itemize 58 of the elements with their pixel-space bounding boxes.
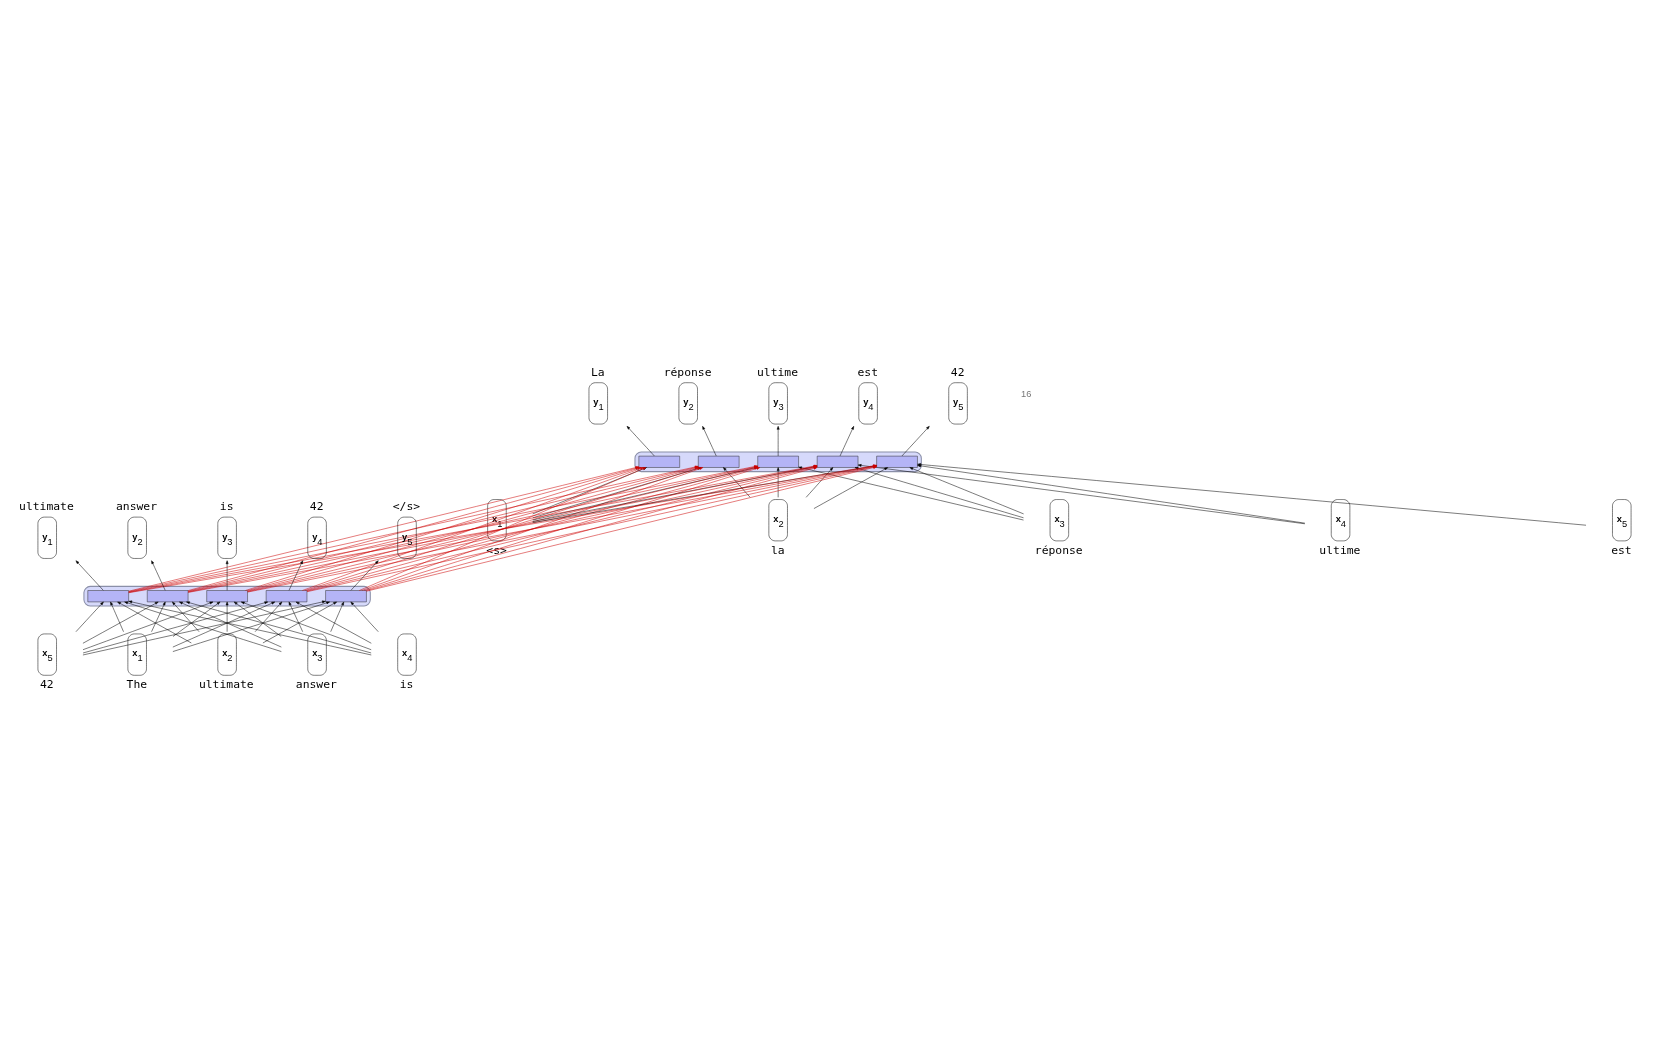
node-label: 42: [39, 677, 54, 692]
arrow: [295, 601, 372, 644]
arrow: [350, 560, 379, 591]
node-label: ultime: [1319, 542, 1361, 557]
arrow: [82, 601, 214, 650]
node-label: The: [126, 677, 148, 692]
arrow: [151, 560, 166, 591]
label: 16: [1021, 388, 1032, 399]
node-label: réponse: [1034, 542, 1083, 557]
arrow: [124, 601, 282, 652]
arrow: [254, 601, 283, 632]
arrow: [626, 426, 655, 457]
arrow: [702, 426, 717, 457]
arrow: [151, 601, 166, 632]
arrow: [240, 601, 372, 650]
node-label: est: [857, 364, 879, 379]
node-label: is: [219, 499, 234, 514]
node-label: is: [399, 677, 414, 692]
arrow: [75, 601, 104, 632]
arrow: [225, 560, 229, 591]
node-label: la: [770, 542, 785, 557]
node-label: ultime: [756, 364, 799, 379]
node-label: <s>: [486, 542, 507, 557]
arrow: [128, 600, 372, 656]
arrow: [288, 601, 303, 632]
node-label: est: [1611, 542, 1632, 557]
node-label: 42: [950, 364, 965, 379]
node-label: ultimate: [198, 677, 254, 692]
arrow: [110, 601, 124, 632]
arrow: [82, 601, 269, 654]
node-label: 42: [309, 499, 324, 514]
arrow: [172, 601, 330, 652]
node-label: réponse: [663, 364, 712, 379]
node-label: ultimate: [19, 499, 74, 514]
arrow: [172, 601, 200, 632]
arrow: [262, 601, 337, 644]
arrow: [350, 601, 379, 632]
arrow: [172, 601, 221, 637]
arrow: [901, 426, 930, 457]
node-label: La: [591, 364, 605, 379]
arrow: [233, 601, 282, 637]
arrow: [839, 426, 854, 457]
arrow: [330, 601, 344, 632]
node-label: answer: [295, 677, 337, 692]
arrow: [117, 601, 192, 644]
arrow: [225, 601, 229, 632]
arrow: [776, 426, 780, 457]
arrow: [82, 600, 326, 656]
node-label: </s>: [392, 499, 421, 514]
node-label: answer: [115, 499, 158, 514]
arrow: [186, 601, 372, 654]
arrow: [723, 467, 751, 498]
arrow: [75, 560, 104, 591]
arrow: [909, 467, 1024, 515]
arrow: [776, 467, 780, 498]
arrow: [82, 601, 159, 644]
arrow: [917, 463, 1587, 526]
arrow: [288, 560, 303, 591]
